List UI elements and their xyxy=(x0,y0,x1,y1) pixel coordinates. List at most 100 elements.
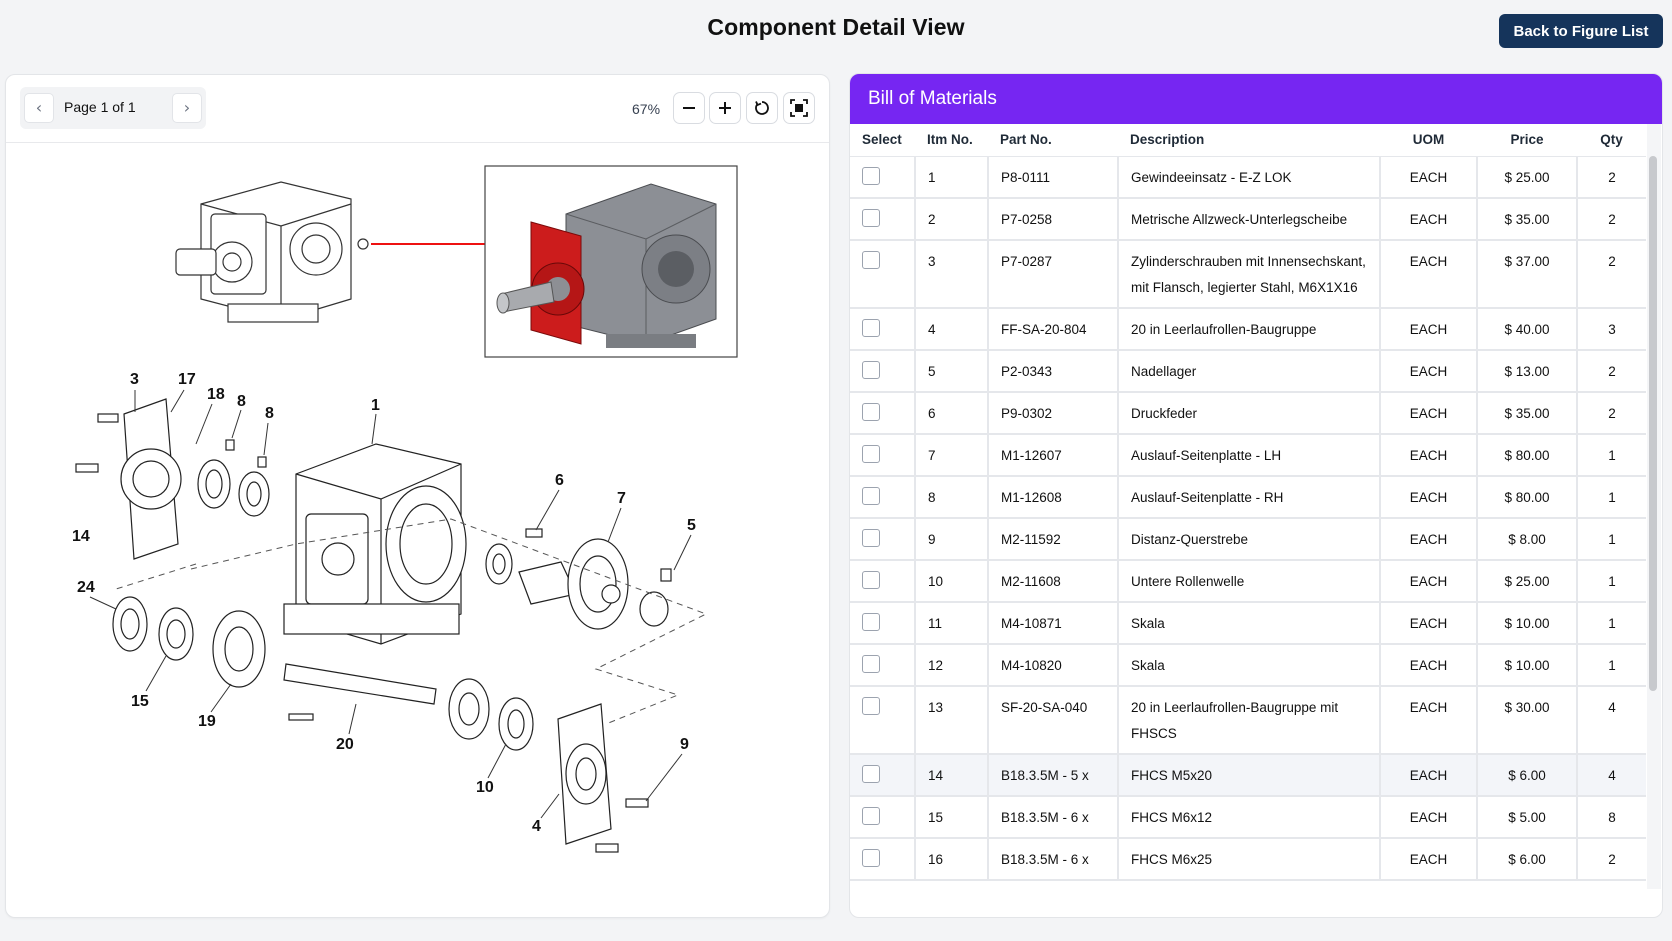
price-cell: $ 37.00 xyxy=(1477,240,1578,309)
callout-24: 24 xyxy=(77,579,95,596)
row-select-checkbox[interactable] xyxy=(862,807,880,825)
bom-table: Select Itm No. Part No. Description UOM … xyxy=(850,124,1646,881)
drawing-viewer: ‹ Page 1 of 1 › 67% xyxy=(5,74,830,918)
row-select-checkbox[interactable] xyxy=(862,849,880,867)
bom-title: Bill of Materials xyxy=(850,74,1662,124)
row-select-checkbox[interactable] xyxy=(862,487,880,505)
zoom-in-button[interactable] xyxy=(709,92,741,124)
back-to-figure-list-button[interactable]: Back to Figure List xyxy=(1499,14,1663,48)
column-header-price: Price xyxy=(1477,124,1577,157)
part-number-cell: P8-0111 xyxy=(988,156,1119,199)
part-number-cell: B18.3.5M - 6 x xyxy=(988,796,1119,839)
item-number-cell: 8 xyxy=(915,476,989,519)
description-cell: Distanz-Querstrebe xyxy=(1118,518,1381,561)
row-select-checkbox[interactable] xyxy=(862,166,880,185)
uom-cell: EACH xyxy=(1380,350,1478,393)
row-select-checkbox[interactable] xyxy=(862,529,880,547)
item-number-cell: 11 xyxy=(915,602,989,645)
description-cell: Gewindeeinsatz - E-Z LOK xyxy=(1118,156,1381,199)
uom-cell: EACH xyxy=(1380,518,1478,561)
callout-9: 9 xyxy=(680,736,689,753)
row-select-checkbox[interactable] xyxy=(862,613,880,631)
uom-cell: EACH xyxy=(1380,240,1478,309)
callout-8a: 8 xyxy=(237,393,246,410)
page-title: Component Detail View xyxy=(707,14,965,40)
row-select-checkbox[interactable] xyxy=(862,361,880,379)
qty-cell: 1 xyxy=(1577,644,1646,687)
select-cell xyxy=(850,754,916,797)
qty-cell: 2 xyxy=(1577,350,1646,393)
select-cell xyxy=(850,602,916,645)
callout-3: 3 xyxy=(130,371,139,388)
uom-cell: EACH xyxy=(1380,156,1478,199)
row-select-checkbox[interactable] xyxy=(862,209,880,227)
qty-cell: 1 xyxy=(1577,434,1646,477)
price-cell: $ 5.00 xyxy=(1477,796,1578,839)
item-number-cell: 16 xyxy=(915,838,989,881)
viewer-toolbar: ‹ Page 1 of 1 › 67% xyxy=(6,75,829,143)
qty-cell: 2 xyxy=(1577,240,1646,309)
callout-labels: 3 17 18 8 8 1 6 7 5 14 24 15 19 20 10 4 … xyxy=(72,371,696,835)
row-select-checkbox[interactable] xyxy=(862,765,880,783)
zoom-level: 67% xyxy=(632,101,661,117)
uom-cell: EACH xyxy=(1380,644,1478,687)
price-cell: $ 13.00 xyxy=(1477,350,1578,393)
fit-to-screen-button[interactable] xyxy=(783,92,815,124)
item-number-cell: 6 xyxy=(915,392,989,435)
part-number-cell: P7-0287 xyxy=(988,240,1119,309)
rotate-icon xyxy=(755,101,769,115)
row-select-checkbox[interactable] xyxy=(862,319,880,337)
previous-page-button[interactable]: ‹ xyxy=(24,93,54,123)
plus-icon xyxy=(719,102,731,114)
price-cell: $ 8.00 xyxy=(1477,518,1578,561)
select-cell xyxy=(850,838,916,881)
callout-8b: 8 xyxy=(265,405,274,422)
callout-4: 4 xyxy=(532,818,541,835)
uom-cell: EACH xyxy=(1380,434,1478,477)
scrollbar-thumb[interactable] xyxy=(1649,156,1657,691)
item-number-cell: 3 xyxy=(915,240,989,309)
description-cell: Nadellager xyxy=(1118,350,1381,393)
item-number-cell: 1 xyxy=(915,156,989,199)
price-cell: $ 10.00 xyxy=(1477,644,1578,687)
price-cell: $ 30.00 xyxy=(1477,686,1578,755)
callout-20: 20 xyxy=(336,736,354,753)
price-cell: $ 80.00 xyxy=(1477,476,1578,519)
row-select-checkbox[interactable] xyxy=(862,445,880,463)
select-cell xyxy=(850,796,916,839)
qty-cell: 1 xyxy=(1577,560,1646,603)
exploded-view-line-art xyxy=(75,398,672,853)
row-select-checkbox[interactable] xyxy=(862,251,880,269)
part-number-cell: P7-0258 xyxy=(988,198,1119,241)
reset-view-button[interactable] xyxy=(746,92,778,124)
bom-header-row: Select Itm No. Part No. Description UOM … xyxy=(850,124,1646,157)
row-select-checkbox[interactable] xyxy=(862,571,880,589)
column-header-uom: UOM xyxy=(1380,124,1477,157)
next-page-button[interactable]: › xyxy=(172,93,202,123)
select-cell xyxy=(850,240,916,309)
row-select-checkbox[interactable] xyxy=(862,403,880,421)
row-select-checkbox[interactable] xyxy=(862,655,880,673)
select-cell xyxy=(850,560,916,603)
chevron-left-icon: ‹ xyxy=(35,98,43,117)
row-select-checkbox[interactable] xyxy=(862,697,880,715)
description-cell: Skala xyxy=(1118,602,1381,645)
zoom-out-button[interactable] xyxy=(673,92,705,124)
exploded-parts-drawing[interactable]: 3 17 18 8 8 1 6 7 5 14 24 15 19 20 10 4 … xyxy=(6,144,830,918)
